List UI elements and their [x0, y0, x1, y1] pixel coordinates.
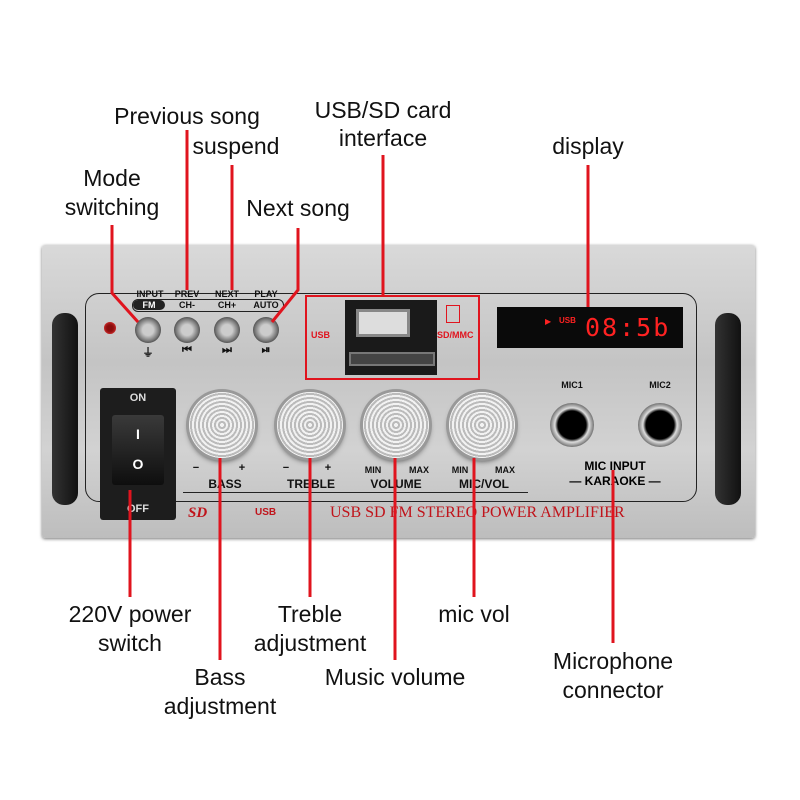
treble-min: −	[282, 462, 290, 474]
microphone-label-2: connector	[562, 677, 664, 703]
panel-outline	[85, 293, 697, 502]
treble-label-1: Treble	[277, 601, 343, 627]
knob-label-line	[183, 492, 528, 493]
bass-label: BASS	[208, 477, 242, 491]
display-label: display	[552, 133, 624, 159]
power-label-2: switch	[98, 630, 162, 656]
play-label: PLAY	[254, 289, 278, 299]
suspend-label: suspend	[192, 133, 280, 159]
fm-label: FM	[133, 300, 165, 310]
microphone-label-1: Microphone	[552, 648, 674, 674]
line-next	[270, 228, 300, 323]
rocker[interactable]	[112, 415, 164, 485]
display-mode: USB	[559, 316, 576, 325]
next-label: NEXT	[214, 289, 239, 299]
power-led	[104, 322, 116, 334]
ch-minus-label: CH-	[179, 300, 195, 310]
input-plug-icon: ⏚	[142, 347, 154, 359]
mic-vol-label: MIC/VOL	[459, 477, 509, 491]
mic-input-label: MIC INPUT	[584, 459, 646, 473]
line-mode	[110, 225, 140, 324]
mode-label-1: Mode	[83, 165, 141, 191]
power-on-label: ON	[129, 392, 147, 404]
rocker-i: I	[136, 426, 140, 442]
sd-card-icon	[446, 305, 460, 323]
bass-label-2: adjustment	[163, 693, 277, 719]
usb-port[interactable]	[356, 309, 410, 337]
input-button[interactable]	[135, 317, 161, 343]
display-time: 08:5b	[585, 313, 671, 342]
auto-label: AUTO	[253, 300, 279, 310]
bass-knob[interactable]	[189, 392, 255, 458]
previous-song-label: Previous song	[114, 103, 260, 129]
bass-label-1: Bass	[194, 664, 246, 690]
mic1-jack[interactable]	[550, 403, 594, 447]
play-button[interactable]	[253, 317, 279, 343]
usb-sd-highlight	[305, 295, 480, 380]
next-song-label: Next song	[246, 195, 350, 221]
right-handle	[715, 313, 741, 505]
mode-label-2: switching	[64, 194, 160, 220]
treble-label-2: adjustment	[253, 630, 367, 656]
next-icon: ⏭	[222, 344, 232, 356]
mic2-jack[interactable]	[638, 403, 682, 447]
mic2-label: MIC2	[649, 380, 671, 390]
usb-logo: USB	[255, 507, 277, 518]
music-volume-label: Music volume	[324, 664, 466, 690]
previous-icon: ⏮	[182, 344, 192, 356]
volume-knob[interactable]	[363, 392, 429, 458]
mic1-label: MIC1	[561, 380, 583, 390]
micvol-max: MAX	[495, 465, 515, 475]
sd-mmc-label: SD/MMC	[437, 330, 474, 340]
brand-line: USB SD FM STEREO POWER AMPLIFIER	[330, 504, 625, 521]
rocker-o: O	[132, 456, 144, 472]
next-button[interactable]	[214, 317, 240, 343]
left-handle	[52, 313, 78, 505]
bass-max: +	[238, 462, 246, 474]
mic-vol-annotation: mic vol	[438, 601, 510, 627]
prev-label: PREV	[174, 289, 200, 299]
volume-min: MIN	[364, 465, 382, 475]
prev-button[interactable]	[174, 317, 200, 343]
usb-sd-label-1: USB/SD card	[314, 97, 452, 123]
bass-min: −	[192, 462, 200, 474]
karaoke-label: — KARAOKE —	[569, 474, 661, 488]
mic-vol-knob[interactable]	[449, 392, 515, 458]
ch-plus-label: CH+	[217, 300, 237, 310]
play-indicator-icon: ▶	[545, 317, 552, 326]
treble-max: +	[324, 462, 332, 474]
micvol-min: MIN	[451, 465, 469, 475]
power-switch[interactable]: ON I O OFF	[100, 388, 176, 520]
power-label-1: 220V power	[68, 601, 192, 627]
sd-card-slot[interactable]	[349, 352, 435, 366]
input-label: INPUT	[136, 289, 164, 299]
treble-knob[interactable]	[277, 392, 343, 458]
usb-label: USB	[311, 330, 331, 340]
sd-logo: SD	[188, 505, 208, 521]
play-pause-icon: ⏯	[261, 344, 271, 356]
led-display: ▶ USB 08:5b	[497, 307, 683, 348]
power-off-label: OFF	[127, 503, 149, 515]
volume-max: MAX	[409, 465, 429, 475]
usb-sd-label-2: interface	[338, 125, 428, 151]
